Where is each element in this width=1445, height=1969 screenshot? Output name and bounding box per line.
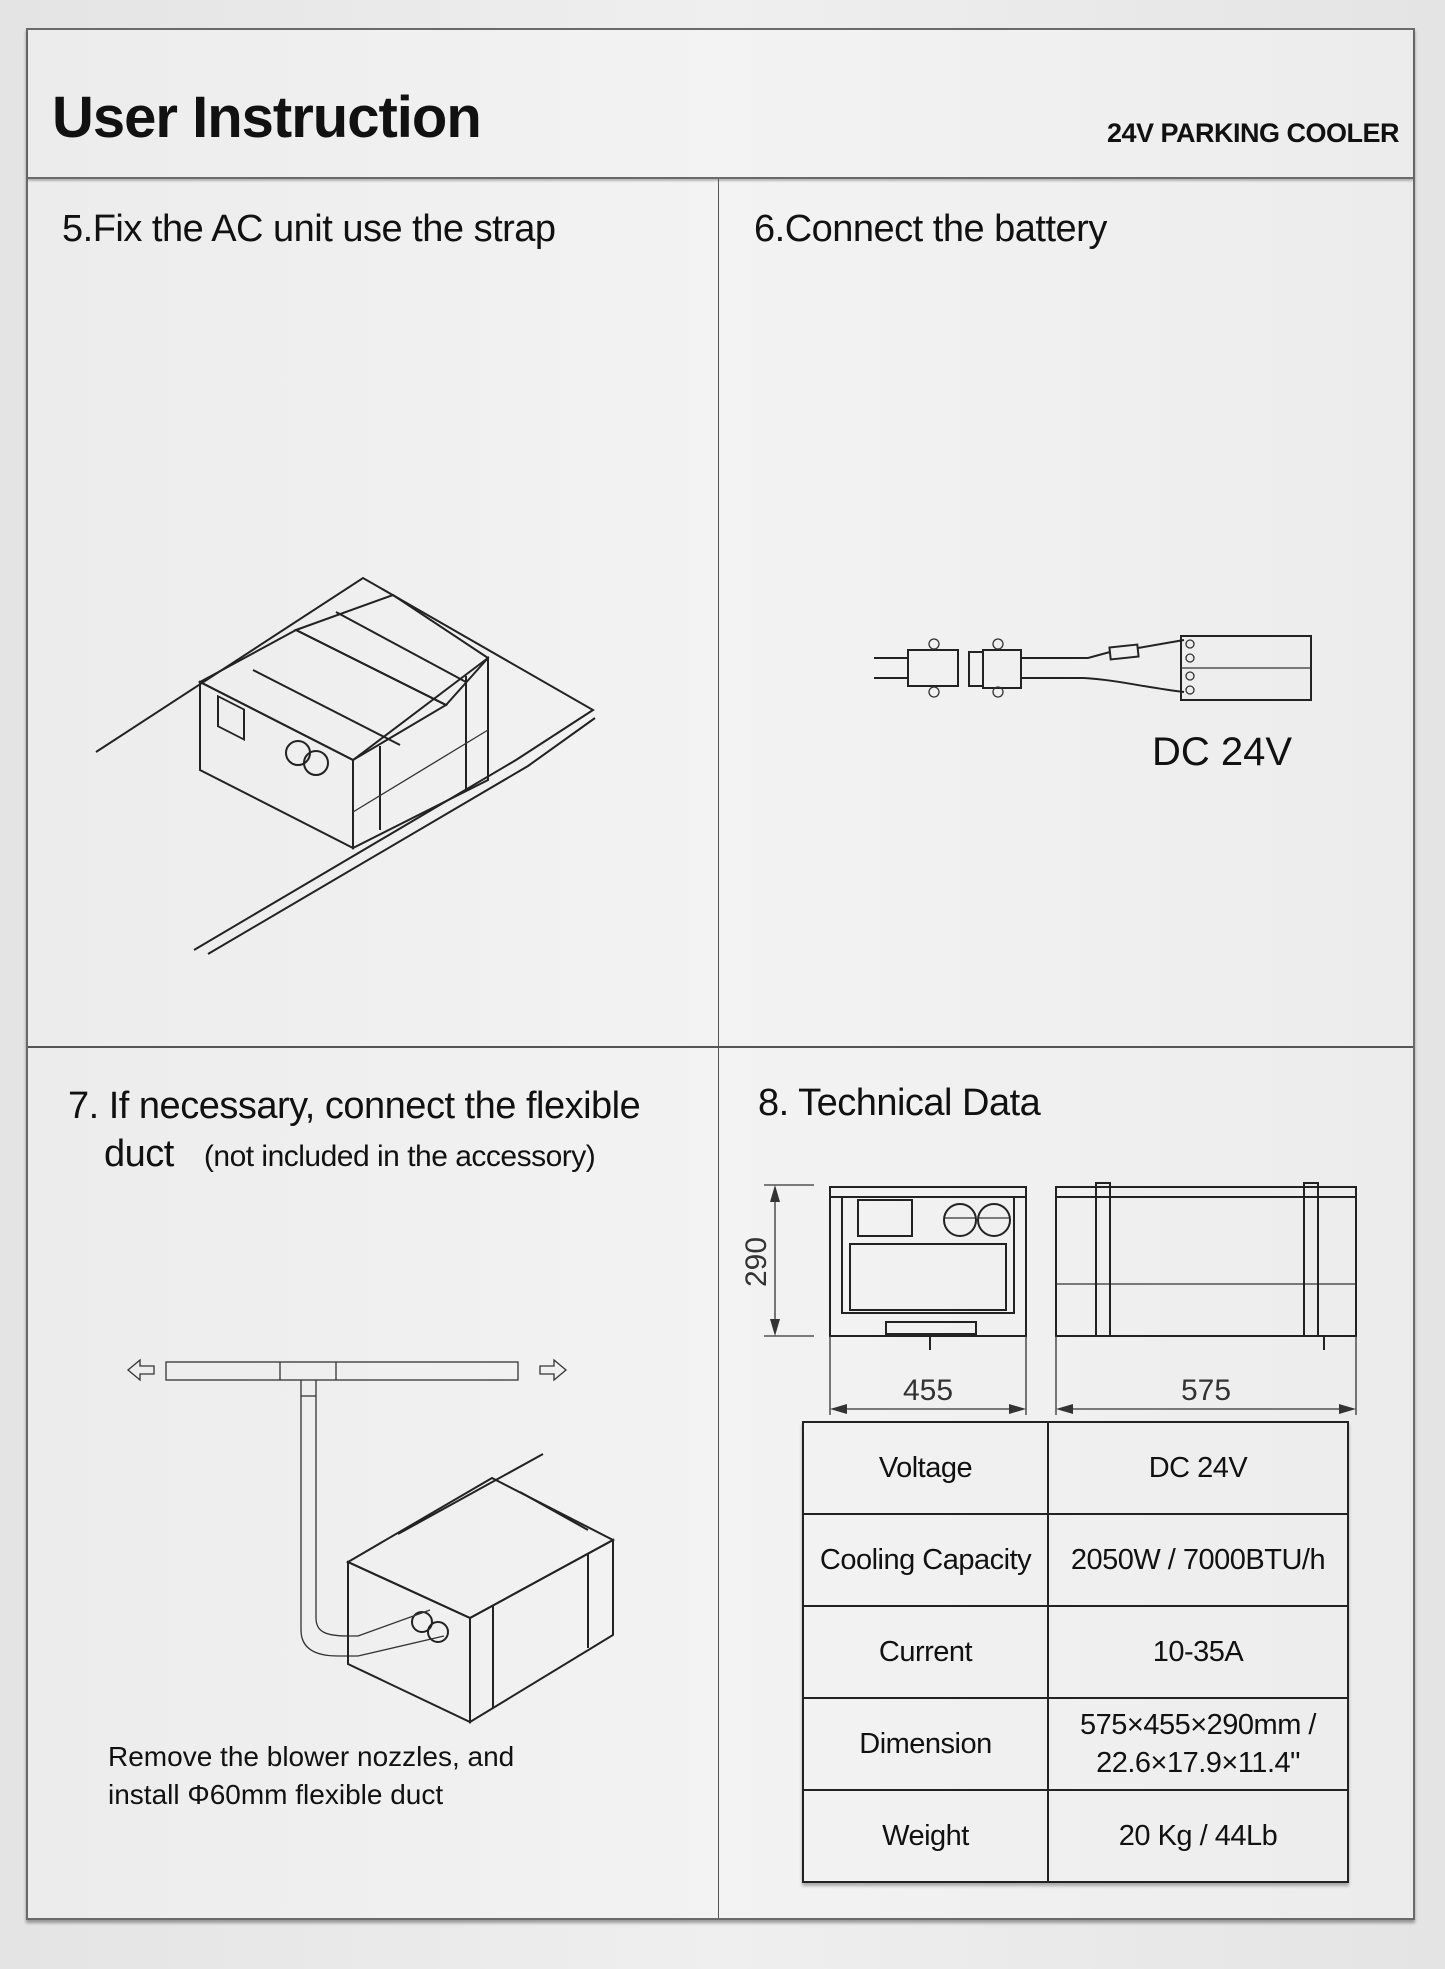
instruction-sheet: User Instruction 24V PARKING COOLER 5.Fi… — [26, 28, 1415, 1920]
step-7-title-line1: 7. If necessary, connect the flexible — [68, 1085, 641, 1127]
spec-label: Dimension — [802, 1697, 1049, 1791]
step-7-caption: Remove the blower nozzles, and install Φ… — [108, 1738, 514, 1814]
table-row: Weight 20 Kg / 44Lb — [802, 1789, 1349, 1883]
step-7-title: 7. If necessary, connect the flexible du… — [68, 1082, 641, 1181]
table-row: Dimension 575×455×290mm / 22.6×17.9×11.4… — [802, 1697, 1349, 1791]
spec-value: 20 Kg / 44Lb — [1047, 1789, 1349, 1883]
dimension-drawing: 290 455 575 — [740, 1182, 1357, 1415]
technical-data-table: Voltage DC 24V Cooling Capacity 2050W / … — [802, 1421, 1349, 1883]
caption-line1: Remove the blower nozzles, and — [108, 1741, 515, 1772]
caption-line2: install Φ60mm flexible duct — [108, 1779, 444, 1810]
width-dimension: 455 — [903, 1374, 953, 1407]
step-7-note: (not included in the accessory) — [203, 1140, 596, 1173]
spec-value-line1: 575×455×290mm / — [1080, 1709, 1316, 1741]
step-7-title-duct: duct — [104, 1133, 174, 1175]
spec-value: DC 24V — [1047, 1421, 1349, 1515]
length-dimension: 575 — [1181, 1374, 1231, 1407]
table-row: Voltage DC 24V — [802, 1421, 1349, 1515]
table-row: Cooling Capacity 2050W / 7000BTU/h — [802, 1513, 1349, 1607]
ac-unit-strap-illustration — [95, 576, 596, 955]
product-subtitle: 24V PARKING COOLER — [1106, 118, 1400, 148]
column-divider — [718, 179, 719, 1918]
page-header: User Instruction 24V PARKING COOLER — [28, 30, 1413, 179]
page-title: User Instruction — [52, 85, 482, 150]
voltage-label: DC 24V — [1152, 730, 1293, 774]
spec-value: 10-35A — [1047, 1605, 1349, 1699]
spec-value: 575×455×290mm / 22.6×17.9×11.4" — [1047, 1697, 1349, 1791]
flexible-duct-illustration — [126, 1358, 616, 1724]
battery-connector-illustration — [874, 635, 1312, 701]
spec-label: Weight — [802, 1789, 1049, 1883]
step-7-title-line2: duct (not included in the accessory) — [68, 1130, 640, 1181]
step-8-title: 8. Technical Data — [758, 1082, 1041, 1124]
spec-value: 2050W / 7000BTU/h — [1047, 1513, 1349, 1607]
spec-label: Cooling Capacity — [802, 1513, 1049, 1607]
arrow-right-icon — [539, 1358, 568, 1382]
spec-label: Voltage — [802, 1421, 1049, 1515]
arrow-left-icon — [126, 1358, 155, 1382]
row-divider — [28, 1046, 1413, 1048]
spec-label: Current — [802, 1605, 1049, 1699]
spec-value-line2: 22.6×17.9×11.4" — [1096, 1747, 1300, 1779]
height-dimension: 290 — [740, 1237, 773, 1287]
table-row: Current 10-35A — [802, 1605, 1349, 1699]
step-5-title: 5.Fix the AC unit use the strap — [62, 208, 556, 250]
step-6-title: 6.Connect the battery — [754, 208, 1107, 250]
